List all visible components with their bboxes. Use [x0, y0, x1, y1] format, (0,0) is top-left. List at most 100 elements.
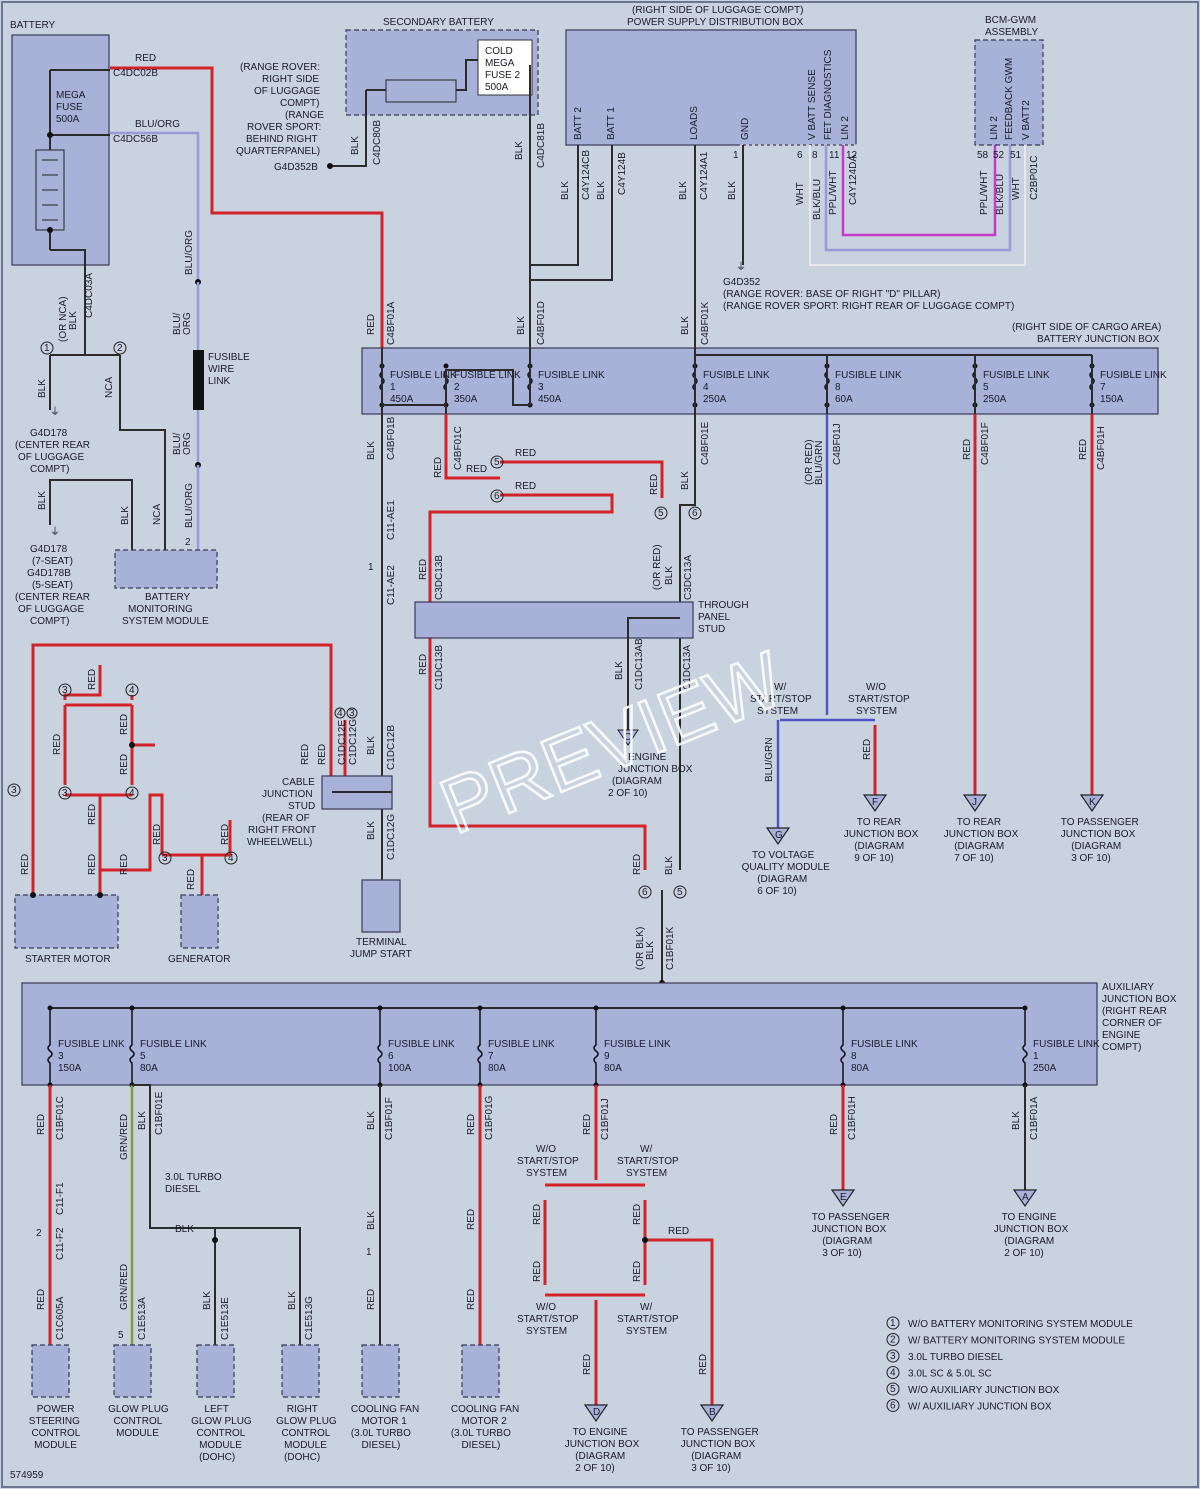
svg-text:RED: RED: [317, 744, 328, 765]
svg-text:C11-AE2: C11-AE2: [386, 565, 397, 605]
connector-text-d: JUNCTION BOX: [565, 1439, 640, 1450]
svg-text:RED: RED: [532, 1204, 543, 1225]
svg-text:NCA: NCA: [152, 504, 163, 525]
svg-text:RED: RED: [466, 1114, 477, 1135]
svg-text:BLK: BLK: [727, 181, 738, 200]
svg-text:C1BF01H: C1BF01H: [847, 1096, 858, 1140]
svg-text:3: 3: [890, 1351, 896, 1362]
svg-text:4: 4: [129, 788, 135, 799]
svg-text:C4Y124DA: C4Y124DA: [848, 155, 859, 205]
svg-text:C4Y124B: C4Y124B: [617, 152, 628, 195]
connector-text-e: 3 OF 10): [822, 1248, 861, 1259]
svg-text:⏚: ⏚: [50, 406, 60, 418]
svg-text:(RIGHT SIDE OF CARGO AREA): (RIGHT SIDE OF CARGO AREA): [1012, 322, 1161, 333]
module-label: COOLING FAN: [451, 1404, 519, 1415]
module-label: MOTOR 1: [361, 1416, 407, 1427]
svg-text:3: 3: [62, 685, 68, 696]
connector-text-f: (DIAGRAM: [854, 841, 904, 852]
svg-text:RED: RED: [862, 739, 873, 760]
svg-text:C3DC13A: C3DC13A: [683, 555, 694, 600]
svg-text:STARTER MOTOR: STARTER MOTOR: [25, 954, 111, 965]
svg-text:RED: RED: [36, 1114, 47, 1135]
svg-text:RED: RED: [418, 654, 429, 675]
legend-text: W/O BATTERY MONITORING SYSTEM MODULE: [908, 1319, 1133, 1330]
svg-text:C1DC13AB: C1DC13AB: [634, 638, 645, 690]
svg-text:4: 4: [890, 1368, 896, 1379]
through-panel-stud-box: [414, 601, 694, 639]
svg-text:RED: RED: [36, 1289, 47, 1310]
module-label: GLOW PLUG: [276, 1416, 337, 1427]
svg-text:C1E513E: C1E513E: [220, 1297, 231, 1340]
svg-text:C1DC12B: C1DC12B: [386, 725, 397, 770]
svg-text:RED: RED: [52, 734, 63, 755]
svg-text:BLK: BLK: [516, 316, 527, 335]
module-label: (DOHC): [199, 1452, 235, 1463]
bms-box: [114, 549, 218, 589]
svg-text:BLK: BLK: [560, 181, 571, 200]
svg-text:BLK: BLK: [366, 736, 377, 755]
svg-text:C4BF01B: C4BF01B: [386, 416, 397, 460]
svg-text:BLK: BLK: [37, 379, 48, 398]
aux-junction-box: [21, 982, 1098, 1086]
svg-text:RED: RED: [632, 1204, 643, 1225]
svg-text:BLU/ORG: BLU/ORG: [135, 119, 180, 130]
svg-text:BLU/: BLU/: [172, 313, 183, 335]
connector-letter: E: [840, 1192, 847, 1203]
svg-text:RED: RED: [515, 448, 536, 459]
connector-text-b: JUNCTION BOX: [681, 1439, 756, 1450]
svg-text:5: 5: [890, 1384, 896, 1395]
svg-text:4: 4: [337, 708, 343, 719]
module-label: LEFT: [204, 1404, 228, 1415]
svg-text:C11-AE1: C11-AE1: [386, 500, 397, 540]
svg-text:C: C: [624, 732, 631, 743]
connector-text-k: TO PASSENGER: [1061, 817, 1139, 828]
svg-text:BATTERY JUNCTION BOX: BATTERY JUNCTION BOX: [1037, 334, 1160, 345]
svg-text:6: 6: [890, 1401, 896, 1412]
svg-text:WHT: WHT: [795, 182, 806, 205]
module-label: (3.0L TURBO: [351, 1428, 411, 1439]
svg-text:BLK: BLK: [614, 661, 625, 680]
connector-text-k: JUNCTION BOX: [1061, 829, 1136, 840]
svg-text:RED: RED: [152, 824, 163, 845]
svg-text:C1BF01E: C1BF01E: [154, 1091, 165, 1135]
svg-text:11: 11: [829, 150, 840, 161]
svg-text:6: 6: [797, 150, 803, 161]
svg-text:C4BF01H: C4BF01H: [1096, 426, 1107, 470]
svg-text:BATT 1: BATT 1: [606, 107, 617, 140]
svg-text:RED: RED: [87, 669, 98, 690]
svg-text:RED: RED: [87, 854, 98, 875]
svg-text:52: 52: [993, 150, 1005, 161]
svg-text:BLK: BLK: [366, 821, 377, 840]
connector-text-d: 2 OF 10): [575, 1463, 614, 1474]
svg-text:RED: RED: [135, 53, 156, 64]
svg-text:G4D352: G4D352: [723, 277, 761, 288]
svg-text:RED: RED: [466, 1289, 477, 1310]
svg-text:RED: RED: [515, 481, 536, 492]
svg-text:BLK: BLK: [366, 1111, 377, 1130]
svg-text:RED: RED: [433, 457, 444, 478]
svg-text:6: 6: [692, 508, 698, 519]
svg-text:BLK: BLK: [514, 141, 525, 160]
svg-text:1: 1: [890, 1318, 896, 1329]
svg-text:G4D178(7-SEAT)G4D178B(5-SEAT)(: G4D178(7-SEAT)G4D178B(5-SEAT)(CENTER REA…: [15, 544, 90, 627]
module-label: GLOW PLUG: [191, 1416, 252, 1427]
